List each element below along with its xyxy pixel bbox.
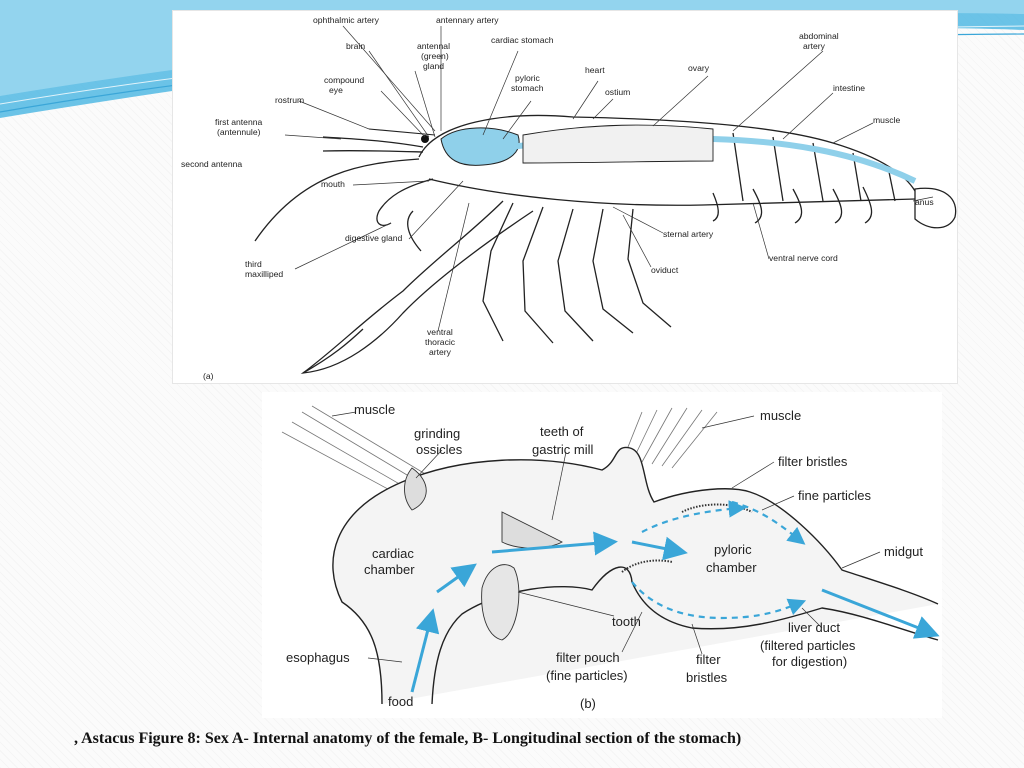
- label-intestine: intestine: [833, 83, 865, 93]
- label-cardiac-1: cardiac: [372, 546, 414, 561]
- grinding-ossicle: [404, 467, 427, 511]
- label-pyloric-1: pyloric: [714, 542, 752, 557]
- flow-arrow: [631, 536, 688, 561]
- label-brain: brain: [346, 41, 365, 51]
- label-ostium: ostium: [605, 87, 630, 97]
- label-muscle-a: muscle: [873, 115, 900, 125]
- panel-label-a: (a): [203, 371, 214, 381]
- label-cardiac-stomach: cardiac stomach: [491, 35, 554, 45]
- label-antennal-gland-1: antennal: [417, 41, 450, 51]
- label-digestive-gland: digestive gland: [345, 233, 403, 243]
- label-midgut: midgut: [884, 544, 923, 559]
- label-pyloric-2: chamber: [706, 560, 757, 575]
- label-first-antenna-2: (antennule): [217, 127, 261, 137]
- gastric-tooth: [501, 511, 563, 549]
- ventral-outline: [428, 178, 916, 206]
- label-abdominal-artery-2: artery: [803, 41, 826, 51]
- label-second-antenna: second antenna: [181, 159, 242, 169]
- label-muscle-right: muscle: [760, 408, 801, 423]
- label-first-antenna-1: first antenna: [215, 117, 263, 127]
- label-muscle-left: muscle: [354, 402, 395, 417]
- fine-flow-arrow: [641, 500, 747, 533]
- tooth-structure: [481, 564, 520, 641]
- label-mouth: mouth: [321, 179, 345, 189]
- label-tooth: tooth: [612, 614, 641, 629]
- flow-arrow: [436, 563, 477, 594]
- flow-arrow: [491, 531, 618, 556]
- label-ovary: ovary: [688, 63, 710, 73]
- label-filter-bristles-bottom-2: bristles: [686, 670, 728, 685]
- flow-arrow: [410, 608, 440, 693]
- flow-arrow: [821, 588, 940, 639]
- carapace-outline: [418, 114, 916, 192]
- label-compound-eye-2: eye: [329, 85, 343, 95]
- label-oviduct: oviduct: [651, 265, 679, 275]
- stomach-organ: [440, 127, 520, 166]
- label-fine-particles: fine particles: [798, 488, 871, 503]
- label-pyloric-stomach-1: pyloric: [515, 73, 541, 83]
- figure-caption: , Astacus Figure 8: Sex A- Internal anat…: [74, 730, 742, 747]
- label-filter-bristles-bottom-1: filter: [696, 652, 721, 667]
- label-ventral-thoracic-artery-2: thoracic: [425, 337, 456, 347]
- label-ophthalmic-artery: ophthalmic artery: [313, 15, 380, 25]
- label-antennary-artery: antennary artery: [436, 15, 499, 25]
- label-teeth-1: teeth of: [540, 424, 584, 439]
- label-third-maxilliped-1: third: [245, 259, 262, 269]
- stomach-wall: [332, 446, 939, 705]
- label-abdominal-artery-1: abdominal: [799, 31, 839, 41]
- label-filter-pouch-2: (fine particles): [546, 668, 628, 683]
- label-third-maxilliped-2: maxilliped: [245, 269, 283, 279]
- label-liver-1: liver duct: [788, 620, 840, 635]
- tail-fan: [914, 187, 957, 229]
- label-rostrum: rostrum: [275, 95, 304, 105]
- label-liver-2: (filtered particles: [760, 638, 856, 653]
- walking-leg: [482, 202, 514, 342]
- label-food: food: [388, 694, 413, 709]
- label-ventral-nerve-cord: ventral nerve cord: [769, 253, 838, 263]
- label-pyloric-stomach-2: stomach: [511, 83, 544, 93]
- label-grinding-2: ossicles: [416, 442, 463, 457]
- fine-flow-arrow: [631, 581, 807, 620]
- claw: [300, 200, 534, 374]
- panel-label-b: (b): [580, 696, 596, 711]
- ovary-organ: [522, 124, 714, 164]
- compound-eye: [421, 135, 429, 143]
- label-filter-bristles-top: filter bristles: [778, 454, 848, 469]
- label-cardiac-2: chamber: [364, 562, 415, 577]
- first-antenna-line: [322, 136, 424, 148]
- figure-a-drawing: ophthalmic artery antennary artery brain…: [181, 15, 957, 381]
- figure-b-drawing: muscle grinding ossicles teeth of gastri…: [281, 402, 940, 711]
- label-sternal-artery: sternal artery: [663, 229, 714, 239]
- figure-b-stomach-section: muscle grinding ossicles teeth of gastri…: [262, 392, 942, 718]
- label-antennal-gland-2: (green): [421, 51, 449, 61]
- figure-a-crayfish-anatomy: ophthalmic artery antennary artery brain…: [172, 10, 958, 384]
- label-anus: anus: [915, 197, 934, 207]
- label-teeth-2: gastric mill: [532, 442, 594, 457]
- second-antenna-line: [254, 158, 420, 242]
- label-esophagus: esophagus: [286, 650, 350, 665]
- label-filter-pouch-1: filter pouch: [556, 650, 620, 665]
- label-compound-eye-1: compound: [324, 75, 364, 85]
- label-ventral-thoracic-artery-1: ventral: [427, 327, 453, 337]
- label-antennal-gland-3: gland: [423, 61, 444, 71]
- label-heart: heart: [585, 65, 605, 75]
- label-liver-3: for digestion): [772, 654, 847, 669]
- label-grinding-1: grinding: [414, 426, 460, 441]
- label-ventral-thoracic-artery-3: artery: [429, 347, 452, 357]
